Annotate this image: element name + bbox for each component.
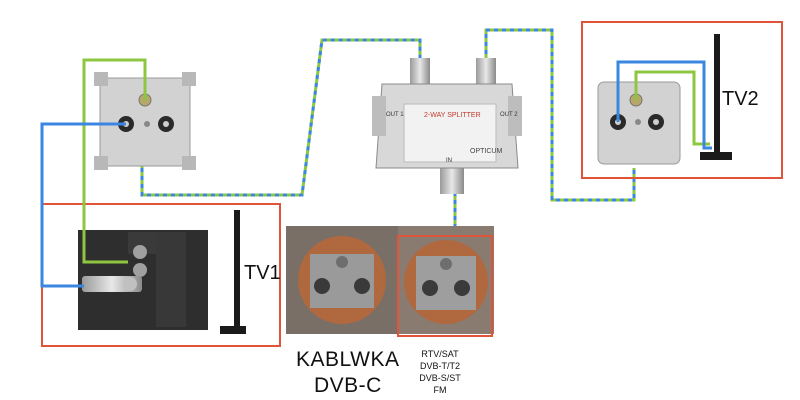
splitter-title: 2-WAY SPLITTER xyxy=(424,112,481,119)
tv2-terrestrial-cable xyxy=(616,60,712,150)
tv1-terrestrial-cable xyxy=(40,122,126,288)
coax-cable-out2 xyxy=(484,28,636,202)
kablowka-caption: KABLWKA xyxy=(296,348,400,371)
splitter-brand: OPTICUM xyxy=(470,148,503,155)
wall-socket-1 xyxy=(94,72,196,170)
dvbc-caption: DVB-C xyxy=(314,374,382,397)
kablowka-socket-photo xyxy=(286,226,398,334)
service-label: FM xyxy=(433,385,447,395)
tv1-icon xyxy=(220,210,246,334)
service-label: RTV/SAT xyxy=(421,349,459,359)
coax-cable-out1 xyxy=(140,38,422,197)
service-label: DVB-S/ST xyxy=(419,373,461,383)
tv1-sat-cable xyxy=(82,58,147,264)
tv2-label: TV2 xyxy=(722,88,759,110)
tv1-back-panel xyxy=(78,230,208,330)
wall-socket-2 xyxy=(597,81,681,165)
splitter-input-label: IN xyxy=(446,158,452,164)
splitter-out2-label: OUT 2 xyxy=(500,112,518,118)
tv2-sat-cable xyxy=(634,70,710,146)
tv2-frame xyxy=(581,21,783,179)
two-way-splitter xyxy=(372,58,522,194)
rtv-sat-socket-photo xyxy=(397,226,494,337)
service-label: DVB-T/T2 xyxy=(419,361,460,371)
tv1-label: TV1 xyxy=(244,262,281,284)
splitter-out1-label: OUT 1 xyxy=(386,112,404,118)
tv2-icon xyxy=(700,34,732,160)
